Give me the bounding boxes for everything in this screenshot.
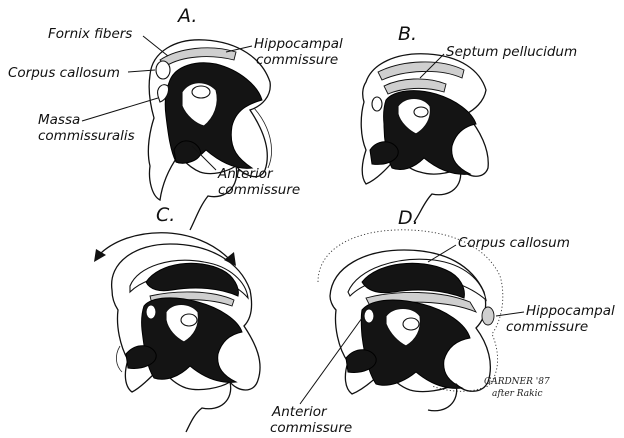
massa-commissuralis-label-line1: Massa <box>38 112 80 128</box>
fornix-fibers-label: Fornix fibers <box>48 26 132 42</box>
anterior-commissure-label-d-line2: commissure <box>270 420 352 436</box>
hippocampal-commissure-label-d-line2: commissure <box>506 319 588 335</box>
corpus-callosum-shape-a <box>156 61 170 79</box>
artist-signature-line1: GARDNER '87 <box>484 377 550 387</box>
anterior-commissure-label-d-line1: Anterior <box>271 404 328 420</box>
panel-d-brain-drawing <box>318 230 503 411</box>
massa-commissuralis-shape <box>192 86 210 98</box>
panel-a: A. Fornix fibers Hippocampal commis <box>8 5 343 230</box>
anterior-commissure-label-a-line1: Anterior <box>217 166 274 182</box>
anterior-commissure-label-a-line2: commissure <box>218 182 300 198</box>
panel-a-letter: A. <box>176 5 197 27</box>
septum-pellucidum-label: Septum pellucidum <box>446 44 577 60</box>
panel-d-letter: D. <box>398 207 419 229</box>
panel-c: C. <box>94 204 260 432</box>
massa-commissuralis-label-line2: commissuralis <box>38 128 135 144</box>
hippocampal-commissure-label-a-line2: commissure <box>256 52 338 68</box>
hippocampal-commissure-label-a-line1: Hippocampal <box>254 36 343 52</box>
panel-b-letter: B. <box>398 23 417 45</box>
fornix-fibers-leader <box>143 36 168 56</box>
panel-c-brain-drawing <box>112 244 260 432</box>
panel-a-brain-drawing <box>148 40 271 230</box>
hippocampal-commissure-leader-d <box>496 312 524 316</box>
corpus-callosum-label-d: Corpus callosum <box>458 235 570 251</box>
panel-c-letter: C. <box>156 204 175 226</box>
growth-arrow <box>98 233 232 262</box>
hippocampal-commissure-label-d-line1: Hippocampal <box>526 303 615 319</box>
hippocampal-commissure-leader-a <box>226 46 252 52</box>
panel-b-brain-drawing <box>361 54 488 222</box>
massa-commissuralis-leader <box>82 98 158 121</box>
corpus-callosum-label-a: Corpus callosum <box>8 65 120 81</box>
artist-signature-line2: after Rakic <box>492 389 543 399</box>
hippocampal-commissure-shape-d <box>482 307 494 325</box>
panel-b: B. Septum pellucidum <box>361 23 577 222</box>
panel-d: D. Corpus callosum Hippocampal commissur… <box>270 207 615 436</box>
